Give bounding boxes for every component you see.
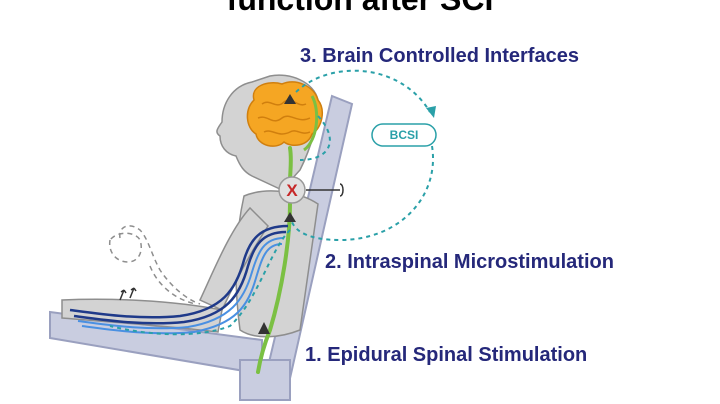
bcsi-label: BCSI — [390, 128, 419, 142]
injury-x-text: X — [286, 181, 298, 200]
brain — [246, 81, 324, 147]
slide-title: function after SCI — [0, 0, 720, 18]
forearm — [61, 298, 223, 333]
label-intraspinal-microstimulation: 2. Intraspinal Microstimulation — [325, 251, 614, 273]
ghost-forearm — [149, 265, 197, 305]
brain-electrode-icon — [284, 94, 296, 104]
label-brain-controlled-interfaces: 3. Brain Controlled Interfaces — [300, 45, 579, 67]
bcsi-loop: BCSI — [291, 69, 437, 242]
brain-folds — [257, 99, 311, 135]
epidural-electrode-icon — [258, 322, 270, 334]
label-epidural-spinal-stimulation: 1. Epidural Spinal Stimulation — [305, 344, 588, 366]
chair-base — [239, 359, 291, 401]
ghost-hand — [108, 232, 142, 263]
motion-arrows-icon — [119, 287, 137, 301]
dashed-motor-path — [109, 229, 291, 336]
bcsi-brain-feedback — [299, 115, 331, 161]
bcsi-arrowhead-icon — [426, 106, 436, 118]
brain-shape — [246, 81, 324, 147]
injury-circle — [278, 176, 306, 204]
bcsi-box — [371, 123, 437, 147]
ghost-arm — [119, 225, 201, 305]
spinal-electrode-icon — [284, 212, 296, 222]
injury-bracket — [306, 183, 344, 197]
brain-to-cord-tract — [302, 95, 319, 152]
injury-marker: X — [278, 176, 344, 204]
bcsi-lower-arc — [291, 145, 434, 242]
bcsi-upper-arc — [295, 69, 431, 113]
arm-nerves — [69, 224, 291, 336]
